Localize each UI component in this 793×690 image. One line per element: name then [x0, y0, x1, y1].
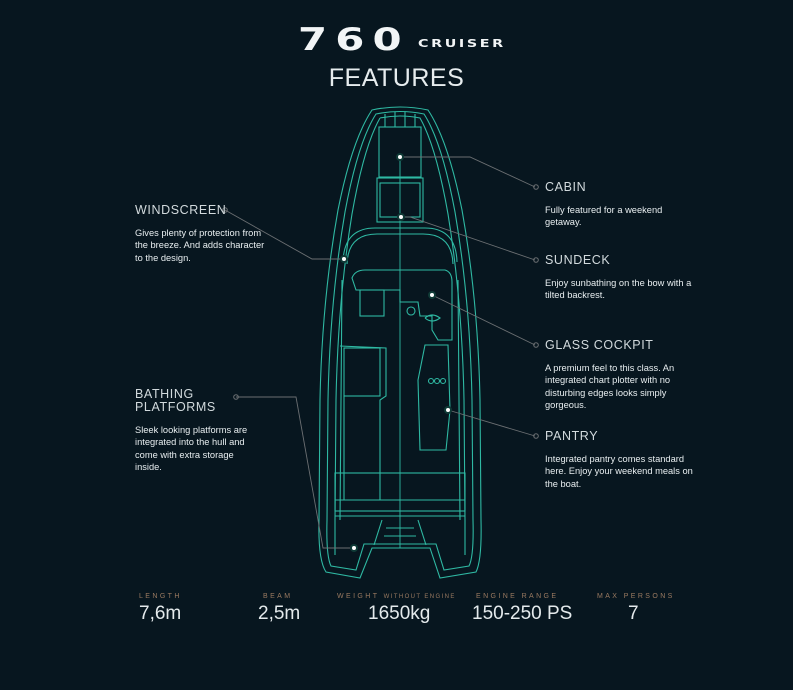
spec-weight: WEIGHT WITHOUT ENGINE 1650kg [337, 593, 456, 625]
feature-cabin: CABIN Fully featured for a weekend getaw… [545, 181, 705, 229]
feature-sundeck: SUNDECK Enjoy sunbathing on the bow with… [545, 254, 705, 302]
feature-description: Fully featured for a weekend getaway. [545, 205, 663, 228]
spec-label-note: WITHOUT ENGINE [383, 594, 456, 600]
feature-bathing-platforms: BATHING PLATFORMS Sleek looking platform… [135, 387, 247, 473]
spec-label: LENGTH [139, 593, 182, 600]
feature-title: WINDSCREEN [135, 203, 227, 217]
spec-value: 7,6m [139, 603, 182, 624]
spec-label: WEIGHT WITHOUT ENGINE [337, 593, 456, 600]
page-title: FEATURES [328, 64, 465, 92]
spec-value: 150-250 PS [472, 603, 573, 624]
spec-engine-range: ENGINE RANGE 150-250 PS [472, 593, 572, 625]
hotspot-sundeck [397, 213, 405, 221]
model-name: CRUISER [418, 37, 506, 50]
hotspot-windscreen [340, 255, 348, 263]
feature-title: BATHING PLATFORMS [135, 387, 216, 414]
model-number: 760 [298, 22, 410, 58]
spec-value: 2,5m [258, 603, 301, 624]
feature-description: Sleek looking platforms are integrated i… [135, 425, 248, 472]
feature-windscreen: WINDSCREEN Gives plenty of protection fr… [135, 204, 285, 264]
hotspot-pantry [444, 406, 452, 414]
hotspot-cabin [396, 153, 404, 161]
hotspot-glass-cockpit [428, 291, 436, 299]
spec-label: BEAM [263, 593, 293, 600]
spec-label-main: WEIGHT [337, 593, 380, 600]
feature-glass-cockpit: GLASS COCKPIT A premium feel to this cla… [545, 339, 705, 411]
spec-length: LENGTH 7,6m [139, 593, 182, 625]
feature-description: Gives plenty of protection from the bree… [135, 228, 265, 263]
spec-label: MAX PERSONS [597, 593, 675, 600]
feature-title: SUNDECK [545, 253, 611, 267]
spec-value: 7 [628, 603, 639, 624]
spec-beam: BEAM 2,5m [258, 593, 300, 625]
feature-title: CABIN [545, 180, 587, 194]
hotspot-dots [340, 153, 452, 552]
leader-lines [224, 156, 536, 549]
feature-pantry: PANTRY Integrated pantry comes standard … [545, 430, 705, 490]
spec-max-persons: MAX PERSONS 7 [597, 593, 675, 625]
leader-endpoints [222, 184, 539, 439]
feature-title: GLASS COCKPIT [545, 338, 654, 352]
spec-label: ENGINE RANGE [476, 593, 559, 600]
feature-description: Integrated pantry comes standard here. E… [545, 454, 693, 489]
feature-description: A premium feel to this class. An integra… [545, 363, 675, 410]
feature-description: Enjoy sunbathing on the bow with a tilte… [545, 278, 692, 301]
hull-outline [318, 106, 482, 579]
spec-value: 1650kg [368, 603, 431, 624]
feature-title: PANTRY [545, 429, 599, 443]
hotspot-bathing-platforms [350, 544, 358, 552]
